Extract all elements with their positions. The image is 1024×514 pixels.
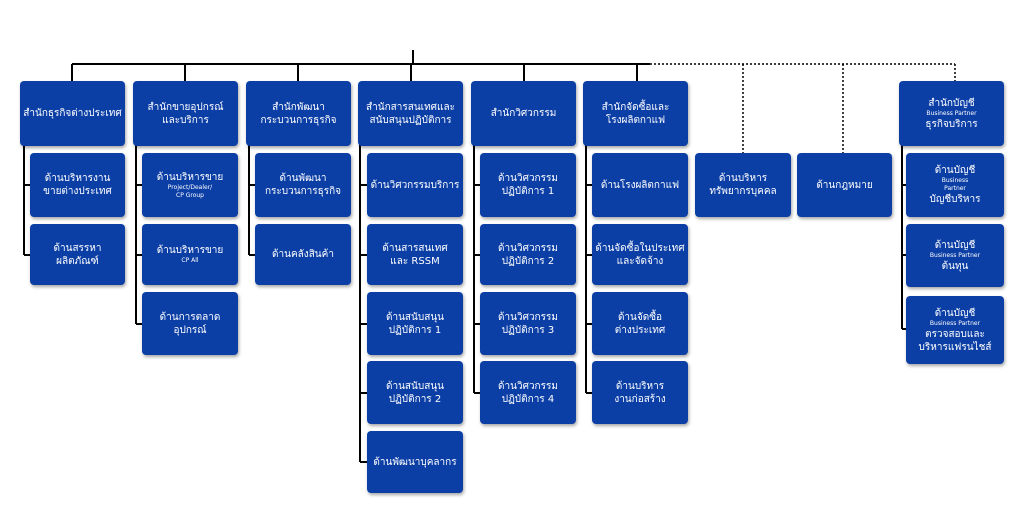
org-box-engineering-ops-4: ด้านวิศวกรรม ปฏิบัติการ 4 (480, 361, 576, 424)
org-box-engineering-ops-3: ด้านวิศวกรรม ปฏิบัติการ 3 (480, 292, 576, 355)
org-box-equipment-sales-office: สำนักขายอุปกรณ์ และบริการ (133, 81, 238, 146)
org-box-foreign-business-office: สำนักธุรกิจต่างประเทศ (20, 81, 125, 146)
org-box-label: ด้านบัญชี (934, 165, 976, 176)
org-box-equipment-marketing: ด้านการตลาดอุปกรณ์ (142, 292, 238, 355)
org-box-coffee-plant: ด้านโรงผลิตกาแฟ (592, 153, 688, 217)
org-box-label: ด้านพัฒนา กระบวนการธุรกิจ (264, 173, 342, 197)
org-box-label: ด้านโรงผลิตกาแฟ (600, 179, 680, 191)
org-box-label: ด้านวิศวกรรม ปฏิบัติการ 1 (498, 173, 558, 197)
org-box-label: ด้านกฎหมาย (816, 179, 873, 191)
org-box-label: สำนักขายอุปกรณ์ และบริการ (147, 101, 224, 126)
org-box-label: ด้านบริหาร ทรัพยากรบุคคล (709, 173, 777, 197)
org-box-label: ด้านวิศวกรรม ปฏิบัติการ 3 (498, 311, 558, 336)
org-box-sublabel: Project/Dealer/ CP Group (167, 183, 213, 199)
org-box-label: สำนักจัดซื้อและ โรงผลิตกาแฟ (601, 101, 670, 126)
org-box-label: ด้านสนับสนุน ปฏิบัติการ 2 (385, 380, 444, 405)
org-box-it-operations-office: สำนักสารสนเทศและ สนับสนุนปฏิบัติการ (358, 81, 463, 146)
org-box-label: สำนักวิศวกรรม (490, 108, 557, 119)
org-box-engineering-ops-2: ด้านวิศวกรรม ปฏิบัติการ 2 (480, 224, 576, 285)
org-box-label: ด้านวิศวกรรมบริการ (370, 179, 460, 191)
org-box-sublabel: Business Partner (941, 177, 969, 192)
org-box-legal: ด้านกฎหมาย (797, 153, 892, 217)
org-box-label: สำนักสารสนเทศและ สนับสนุนปฏิบัติการ (366, 101, 455, 126)
org-box-accounting-office: สำนักบัญชี Business Partner ธุรกิจบริการ (899, 81, 1004, 146)
org-box-label: ด้านวิศวกรรม ปฏิบัติการ 2 (498, 242, 558, 267)
org-box-label: ด้านบริหารงาน ขายต่างประเทศ (43, 173, 112, 197)
org-box-product-sourcing: ด้านสรรหาผลิตภัณฑ์ (30, 224, 125, 285)
org-box-label: ด้านจัดซื้อในประเทศ และจัดจ้าง (595, 242, 685, 267)
org-box-label: สำนักบัญชี (928, 97, 975, 109)
org-box-construction-management: ด้านบริหาร งานก่อสร้าง (592, 361, 688, 424)
org-box-label: ด้านจัดซื้อ ต่างประเทศ (614, 311, 666, 336)
org-box-label-2: ธุรกิจบริการ (925, 118, 978, 130)
org-box-label-2: บัญชีบริหาร (929, 194, 981, 205)
org-box-label: ด้านสรรหาผลิตภัณฑ์ (53, 242, 102, 267)
org-box-human-resources: ด้านบริหาร ทรัพยากรบุคคล (695, 153, 791, 217)
org-box-foreign-sales-management: ด้านบริหารงาน ขายต่างประเทศ (30, 153, 125, 217)
org-box-procurement-coffee-office: สำนักจัดซื้อและ โรงผลิตกาแฟ (583, 81, 688, 146)
org-box-label-2: ตรวจสอบและ บริหารแฟรนไชส์ (918, 328, 992, 353)
org-box-sublabel: Business Partner (926, 109, 977, 117)
org-box-label: ด้านพัฒนาบุคลากร (373, 456, 457, 468)
org-box-sales-project-dealer: ด้านบริหารขาย Project/Dealer/ CP Group (142, 153, 238, 217)
org-box-operations-support-2: ด้านสนับสนุน ปฏิบัติการ 2 (367, 361, 463, 424)
org-box-label: ด้านวิศวกรรม ปฏิบัติการ 4 (498, 380, 558, 405)
org-box-business-process-dev: ด้านพัฒนา กระบวนการธุรกิจ (255, 153, 351, 217)
org-box-label: ด้านสนับสนุน ปฏิบัติการ 1 (385, 311, 444, 336)
org-box-business-process-office: สำนักพัฒนา กระบวนการธุรกิจ (246, 81, 351, 146)
org-box-label: ด้านบัญชี (934, 239, 976, 251)
org-box-service-engineering: ด้านวิศวกรรมบริการ (367, 153, 463, 217)
org-box-engineering-ops-1: ด้านวิศวกรรม ปฏิบัติการ 1 (480, 153, 576, 217)
org-box-it-rssm: ด้านสารสนเทศ และ RSSM (367, 224, 463, 285)
org-box-warehouse: ด้านคลังสินค้า (255, 224, 351, 285)
org-box-label: ด้านบัญชี (934, 307, 976, 319)
org-box-management-accounting: ด้านบัญชี Business Partner บัญชีบริหาร (906, 153, 1004, 217)
org-box-sales-cp-all: ด้านบริหารขาย CP All (142, 224, 238, 285)
org-box-label-2: ต้นทุน (941, 260, 969, 272)
org-box-sublabel: CP All (181, 257, 199, 264)
org-box-personnel-development: ด้านพัฒนาบุคลากร (367, 431, 463, 493)
org-box-cost-accounting: ด้านบัญชี Business Partner ต้นทุน (906, 224, 1004, 287)
org-box-label: ด้านบริหาร งานก่อสร้าง (614, 380, 666, 405)
org-box-label: ด้านการตลาดอุปกรณ์ (159, 311, 221, 336)
org-box-domestic-procurement: ด้านจัดซื้อในประเทศ และจัดจ้าง (592, 224, 688, 285)
org-box-foreign-procurement: ด้านจัดซื้อ ต่างประเทศ (592, 292, 688, 355)
org-box-operations-support-1: ด้านสนับสนุน ปฏิบัติการ 1 (367, 292, 463, 355)
org-box-audit-franchise: ด้านบัญชี Business Partner ตรวจสอบและ บร… (906, 296, 1004, 364)
org-box-label: ด้านบริหารขาย (156, 171, 224, 183)
org-box-sublabel: Business Partner (929, 319, 981, 327)
org-box-label: สำนักธุรกิจต่างประเทศ (23, 108, 122, 119)
org-box-engineering-office: สำนักวิศวกรรม (471, 81, 576, 146)
org-box-label: ด้านคลังสินค้า (272, 249, 334, 260)
org-box-label: ด้านบริหารขาย (156, 245, 224, 256)
org-box-label: ด้านสารสนเทศ และ RSSM (382, 242, 448, 267)
org-box-sublabel: Business Partner (929, 251, 981, 259)
org-box-label: สำนักพัฒนา กระบวนการธุรกิจ (260, 101, 337, 126)
